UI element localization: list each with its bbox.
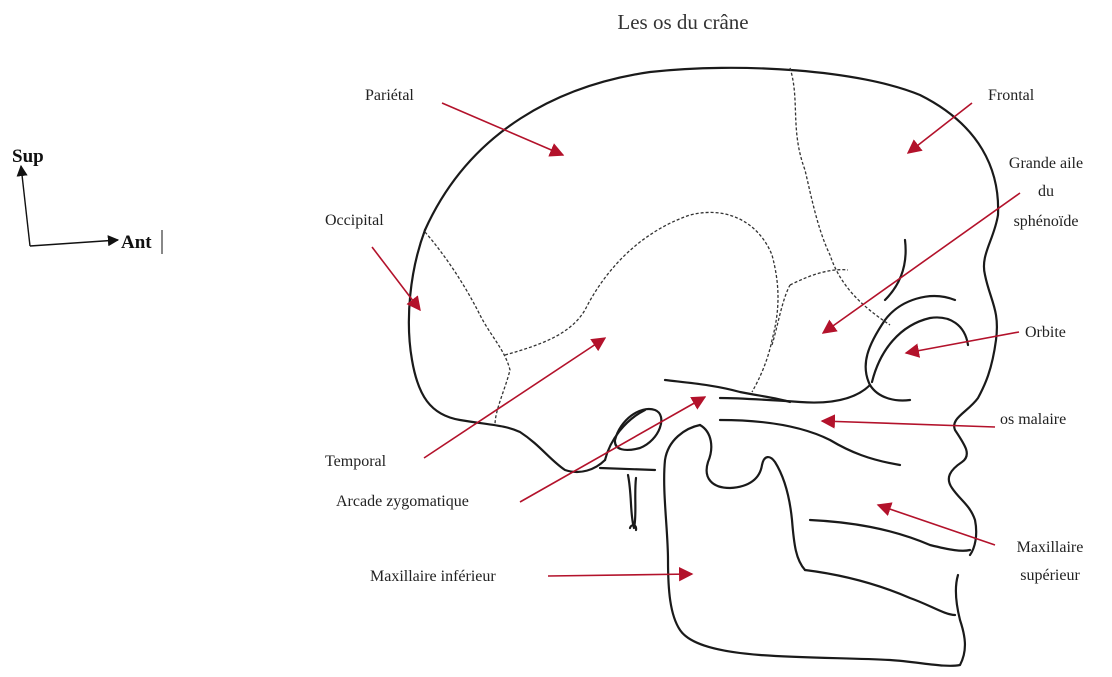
sup-axis-arrow xyxy=(21,166,30,246)
label-grande-aile-line1: Grande aile xyxy=(1009,155,1083,172)
arrow-arcade xyxy=(520,397,705,502)
arrow-temporal xyxy=(424,338,605,458)
label-frontal: Frontal xyxy=(988,87,1035,104)
skull-sutures xyxy=(425,68,890,425)
orientation-indicator: Sup Ant xyxy=(12,146,162,254)
lambdoid-suture xyxy=(425,232,510,425)
arrow-maxillaire-inf xyxy=(548,574,692,576)
arrow-malaire xyxy=(822,421,995,427)
skull-outline xyxy=(409,68,998,666)
label-parietal: Pariétal xyxy=(365,87,414,104)
arrow-parietal xyxy=(442,103,563,155)
arrow-maxillaire-sup xyxy=(878,505,995,545)
pointer-arrows xyxy=(372,103,1020,576)
sphenoparietal-suture xyxy=(790,270,848,285)
squamous-suture xyxy=(505,212,778,392)
sphenotemporal-suture xyxy=(772,285,790,345)
label-maxillaire-superieur-line2: supérieur xyxy=(1020,567,1080,584)
label-grande-aile-line3: sphénoïde xyxy=(1014,213,1079,230)
coronal-suture xyxy=(790,68,890,325)
ant-axis-arrow xyxy=(30,240,118,246)
sup-label: Sup xyxy=(12,146,44,167)
label-arcade-zygomatique: Arcade zygomatique xyxy=(336,493,469,510)
ant-label: Ant xyxy=(121,232,152,253)
label-os-malaire: os malaire xyxy=(1000,411,1066,428)
label-grande-aile-line2: du xyxy=(1038,183,1054,200)
diagram-title: Les os du crâne xyxy=(617,10,748,34)
arrow-frontal xyxy=(908,103,972,153)
label-temporal: Temporal xyxy=(325,453,387,470)
label-maxillaire-inferieur: Maxillaire inférieur xyxy=(370,568,496,585)
arrow-orbite xyxy=(906,332,1019,353)
label-maxillaire-superieur-line1: Maxillaire xyxy=(1017,539,1084,556)
arrow-grande-aile xyxy=(823,193,1020,333)
label-orbite: Orbite xyxy=(1025,324,1066,341)
label-occipital: Occipital xyxy=(325,212,384,229)
